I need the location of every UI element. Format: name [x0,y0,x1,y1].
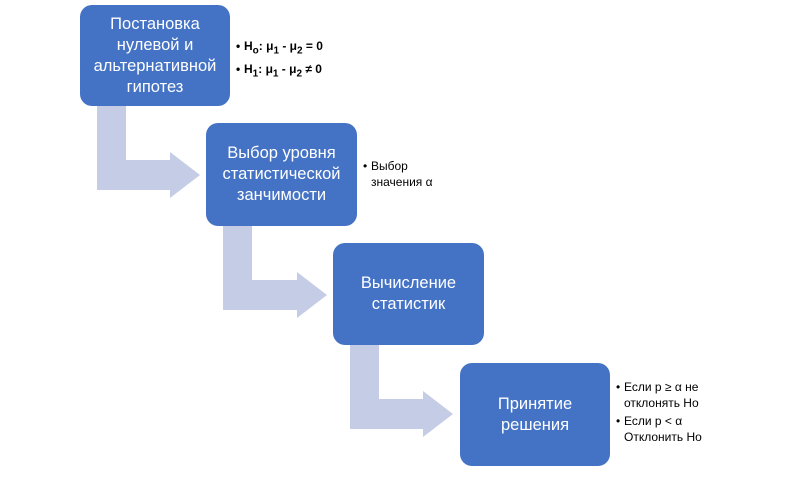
step-decision-label: Принятие решения [497,394,573,434]
step-significance-label: Выбор уровня статистической занчимости [222,144,341,204]
alpha-choice-note: Выбор значения α [363,158,451,190]
decision-notes: Если p ≥ α не отклонять Ho Если p < α От… [616,379,726,445]
do-not-reject-note: Если p ≥ α не отклонять Ho [616,379,726,411]
step-compute-label: Вычисление статистик [360,274,457,313]
bent-arrow-2 [223,226,327,318]
hypotheses-notes: Ho: μ1 - μ2 = 0 H1: μ1 - μ2 ≠ 0 [236,38,323,83]
step-hypotheses: Постановка нулевой и альтернативной гипо… [80,5,230,106]
null-hypothesis-note: Ho: μ1 - μ2 = 0 [236,38,323,59]
reject-note: Если p < α Отклонить Ho [616,413,726,445]
step-decision: Принятие решения [460,363,610,466]
bent-arrow-3 [350,345,453,437]
step-significance-level: Выбор уровня статистической занчимости [206,123,357,226]
significance-notes: Выбор значения α [363,158,451,190]
alt-hypothesis-note: H1: μ1 - μ2 ≠ 0 [236,61,323,82]
bent-arrow-1 [97,106,200,198]
step-hypotheses-label: Постановка нулевой и альтернативной гипо… [93,14,217,96]
step-compute-statistics: Вычисление статистик [333,243,484,345]
